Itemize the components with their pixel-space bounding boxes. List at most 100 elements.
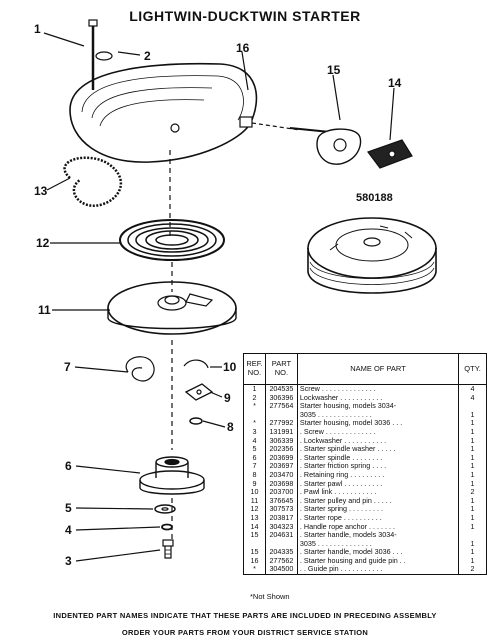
callout-14: 14: [388, 76, 402, 90]
footer-order-note: ORDER YOUR PARTS FROM YOUR DISTRICT SERV…: [121, 628, 369, 637]
leader-13: [46, 177, 71, 191]
cell-part-name: . Starter rope . . . . . . . . . .: [296, 513, 460, 523]
cell-qty: 1: [458, 462, 487, 471]
cell-part-name: . Starter housing and guide pin . .: [296, 556, 460, 566]
callout-5: 5: [65, 501, 72, 515]
cell-qty: 1: [458, 419, 487, 428]
cell-qty: 1: [458, 513, 487, 523]
cell-part-name: 3035 . . . . . . . . . . . . . .: [296, 410, 460, 420]
header-qty: QTY.: [458, 353, 487, 385]
cell-qty: 1: [458, 410, 487, 420]
callout-11: 11: [38, 303, 51, 317]
not-shown-note: *Not Shown: [250, 592, 290, 601]
cell-qty: [458, 402, 487, 411]
callout-4: 4: [65, 523, 72, 537]
table-row: *304500. . Guide pin . . . . . . . . . .…: [243, 565, 487, 576]
callout-6: 6: [65, 459, 72, 473]
spindle-washer: [154, 504, 176, 514]
callout-7: 7: [64, 360, 71, 374]
housing-rivet: [170, 123, 180, 133]
leader-4: [75, 526, 161, 531]
handle-emblem: [333, 138, 347, 152]
cell-qty: 2: [458, 488, 487, 497]
leader-15: [332, 74, 341, 121]
callout-1: 1: [34, 22, 41, 36]
housing-580188: [307, 217, 437, 279]
cell-part-name: . Lockwasher . . . . . . . . . . .: [296, 436, 460, 446]
starter-spindle: [139, 470, 205, 490]
cell-part-name: . Starter pulley and pin . . . . .: [296, 496, 460, 506]
cell-part-name: . Starter friction spring . . . .: [296, 462, 460, 471]
cell-qty: 1: [458, 522, 487, 532]
cell-qty: 1: [458, 479, 487, 489]
reference-part-number: 580188: [356, 192, 393, 204]
table-row: 3035 . . . . . . . . . . . . . .1: [243, 410, 487, 420]
leader-8: [202, 420, 226, 428]
cell-part-name: . . Guide pin . . . . . . . . . . .: [296, 565, 460, 576]
leader-6: [75, 465, 141, 474]
cell-qty: 1: [458, 556, 487, 566]
cell-qty: [458, 531, 487, 540]
cell-part-no: 277564: [264, 402, 298, 411]
lockwasher-2: [95, 51, 113, 61]
callout-3: 3: [65, 554, 72, 568]
cell-qty: 4: [458, 393, 487, 403]
leader-7: [74, 366, 129, 373]
starter-spring: [119, 219, 225, 261]
callout-16: 16: [236, 41, 250, 55]
cell-part-name: . Starter handle, model 3036 . . .: [296, 548, 460, 557]
cell-part-name: . Starter spring . . . . . . . . .: [296, 505, 460, 514]
starter-handle: [316, 128, 362, 165]
callout-8: 8: [227, 420, 234, 434]
callout-15: 15: [327, 63, 341, 77]
cell-part-name: Starter housing, model 3036 . . .: [296, 419, 460, 428]
cell-part-name: Starter housing, models 3034-: [296, 402, 460, 411]
cell-part-name: . Screw . . . . . . . . . . . . .: [296, 427, 460, 437]
screw-3-head: [162, 539, 174, 547]
cell-qty: 1: [458, 539, 487, 549]
lockwasher-4: [161, 523, 173, 531]
cell-qty: 1: [458, 496, 487, 506]
cell-qty: 2: [458, 565, 487, 576]
leader-2: [117, 51, 141, 56]
pawl-link: [183, 359, 209, 369]
pulley-hub: [157, 295, 187, 311]
cell-part-name: . Handle rope anchor . . . . . . .: [296, 522, 460, 532]
cell-part-no: 204631: [264, 530, 298, 540]
cell-part-name: . Retaining ring . . . . . . . . .: [296, 470, 460, 480]
screw-head: [88, 19, 98, 27]
cell-qty: 1: [458, 548, 487, 557]
rope-guide: [239, 116, 253, 128]
callout-10: 10: [223, 360, 237, 374]
callout-2: 2: [144, 49, 151, 63]
leader-9: [209, 391, 223, 398]
cell-qty: 1: [458, 505, 487, 514]
cell-qty: 1: [458, 445, 487, 454]
cell-part-name: Lockwasher . . . . . . . . . . .: [296, 393, 460, 403]
leader-14: [389, 87, 395, 141]
callout-13: 13: [34, 184, 48, 198]
cell-part-name: . Starter pawl . . . . . . . . . .: [296, 479, 460, 489]
cell-part-name: . Starter spindle washer . . . . .: [296, 445, 460, 454]
page-title: LIGHTWIN-DUCKTWIN STARTER: [129, 8, 361, 24]
callout-12: 12: [36, 236, 50, 250]
cell-part-name: . Starter handle, models 3034-: [296, 531, 460, 540]
starter-rope: [63, 156, 122, 208]
pulley-pin-slot: [185, 293, 214, 307]
leader-1: [43, 32, 85, 47]
leader-5: [75, 507, 154, 510]
